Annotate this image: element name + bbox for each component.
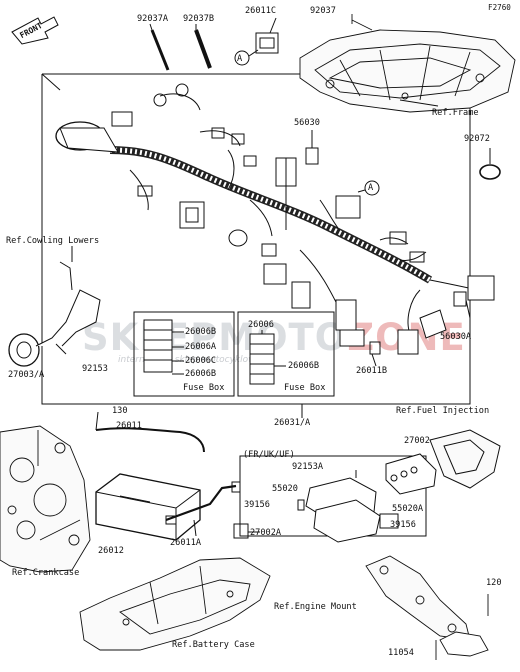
ref-engine-mount[interactable]: Ref.Engine Mount — [274, 602, 357, 612]
ecu-illustration — [297, 470, 399, 543]
part-92153[interactable]: 92153 — [82, 364, 108, 374]
frame-illustration — [299, 14, 516, 113]
part-26006a[interactable]: 26006A — [185, 342, 217, 352]
callout-a-label-2: A — [368, 183, 374, 193]
label-56030-sticker — [305, 147, 319, 165]
part-27003a[interactable]: 27003/A — [8, 370, 45, 380]
region-label-fr-uk-uf: (FR/UK/UF) — [243, 450, 295, 460]
part-11054[interactable]: 11054 — [388, 648, 414, 658]
part-26031a[interactable]: 26031/A — [274, 418, 311, 428]
ref-frame[interactable]: Ref.Frame — [432, 108, 479, 118]
cable-26011 — [95, 427, 205, 453]
ref-crankcase[interactable]: Ref.Crankcase — [12, 568, 80, 578]
part-26012[interactable]: 26012 — [98, 546, 124, 556]
diagram-code: F2760 — [488, 3, 511, 12]
part-39156-right[interactable]: 39156 — [390, 520, 416, 530]
part-92037b[interactable]: 92037B — [183, 14, 215, 24]
ref-fuel-injection[interactable]: Ref.Fuel Injection — [396, 406, 490, 416]
part-92037[interactable]: 92037 — [310, 6, 336, 16]
band-92072 — [479, 164, 501, 180]
part-120[interactable]: 120 — [486, 578, 502, 588]
part-27002a[interactable]: 27002A — [250, 528, 282, 538]
part-26006b-right[interactable]: 26006B — [288, 361, 320, 371]
callout-a-harness — [364, 180, 380, 196]
part-26006b-left[interactable]: 26006B — [185, 327, 217, 337]
battery-case-illustration — [79, 557, 271, 651]
engine-mount-illustration — [365, 555, 489, 660]
part-26006c[interactable]: 26006C — [185, 356, 217, 366]
part-39156-left[interactable]: 39156 — [244, 500, 270, 510]
part-26011a[interactable]: 26011A — [170, 538, 202, 548]
callout-a-label-1: A — [237, 54, 243, 64]
fuse-box-label-left: Fuse Box — [183, 383, 225, 393]
part-26011b[interactable]: 26011B — [356, 366, 388, 376]
relay-27002 — [385, 453, 437, 495]
part-26011[interactable]: 26011 — [116, 421, 142, 431]
battery-illustration — [95, 473, 201, 541]
part-92072[interactable]: 92072 — [464, 134, 490, 144]
crankcase-illustration — [0, 425, 91, 573]
part-92037a[interactable]: 92037A — [137, 14, 169, 24]
ecu-bracket — [429, 429, 501, 489]
front-direction-label: FRONT — [18, 20, 44, 41]
ref-cowling-lowers[interactable]: Ref.Cowling Lowers — [6, 236, 100, 246]
horn-illustration — [8, 246, 101, 367]
part-56030[interactable]: 56030 — [294, 118, 320, 128]
part-26006b-left-2[interactable]: 26006B — [185, 369, 217, 379]
ref-battery-case[interactable]: Ref.Battery Case — [172, 640, 255, 650]
clamp-parts-top — [149, 17, 279, 71]
part-130[interactable]: 130 — [112, 406, 128, 416]
part-27002[interactable]: 27002 — [404, 436, 430, 446]
part-56030a[interactable]: 56030A — [440, 332, 472, 342]
cable-26011a — [165, 484, 237, 522]
callout-a-top — [234, 50, 250, 66]
part-92153a[interactable]: 92153A — [292, 462, 324, 472]
part-55020a[interactable]: 55020A — [392, 504, 424, 514]
fuse-box-label-right: Fuse Box — [284, 383, 326, 393]
part-26011c[interactable]: 26011C — [245, 6, 277, 16]
watermark-subtitle: internetowy sklep motocyklowy — [118, 355, 261, 365]
fuse-box-right — [237, 311, 335, 397]
fuse-box-left — [133, 311, 235, 397]
part-26006[interactable]: 26006 — [248, 320, 274, 330]
front-direction-arrow — [11, 16, 59, 45]
wiring-harness — [55, 83, 495, 355]
part-55020[interactable]: 55020 — [272, 484, 298, 494]
